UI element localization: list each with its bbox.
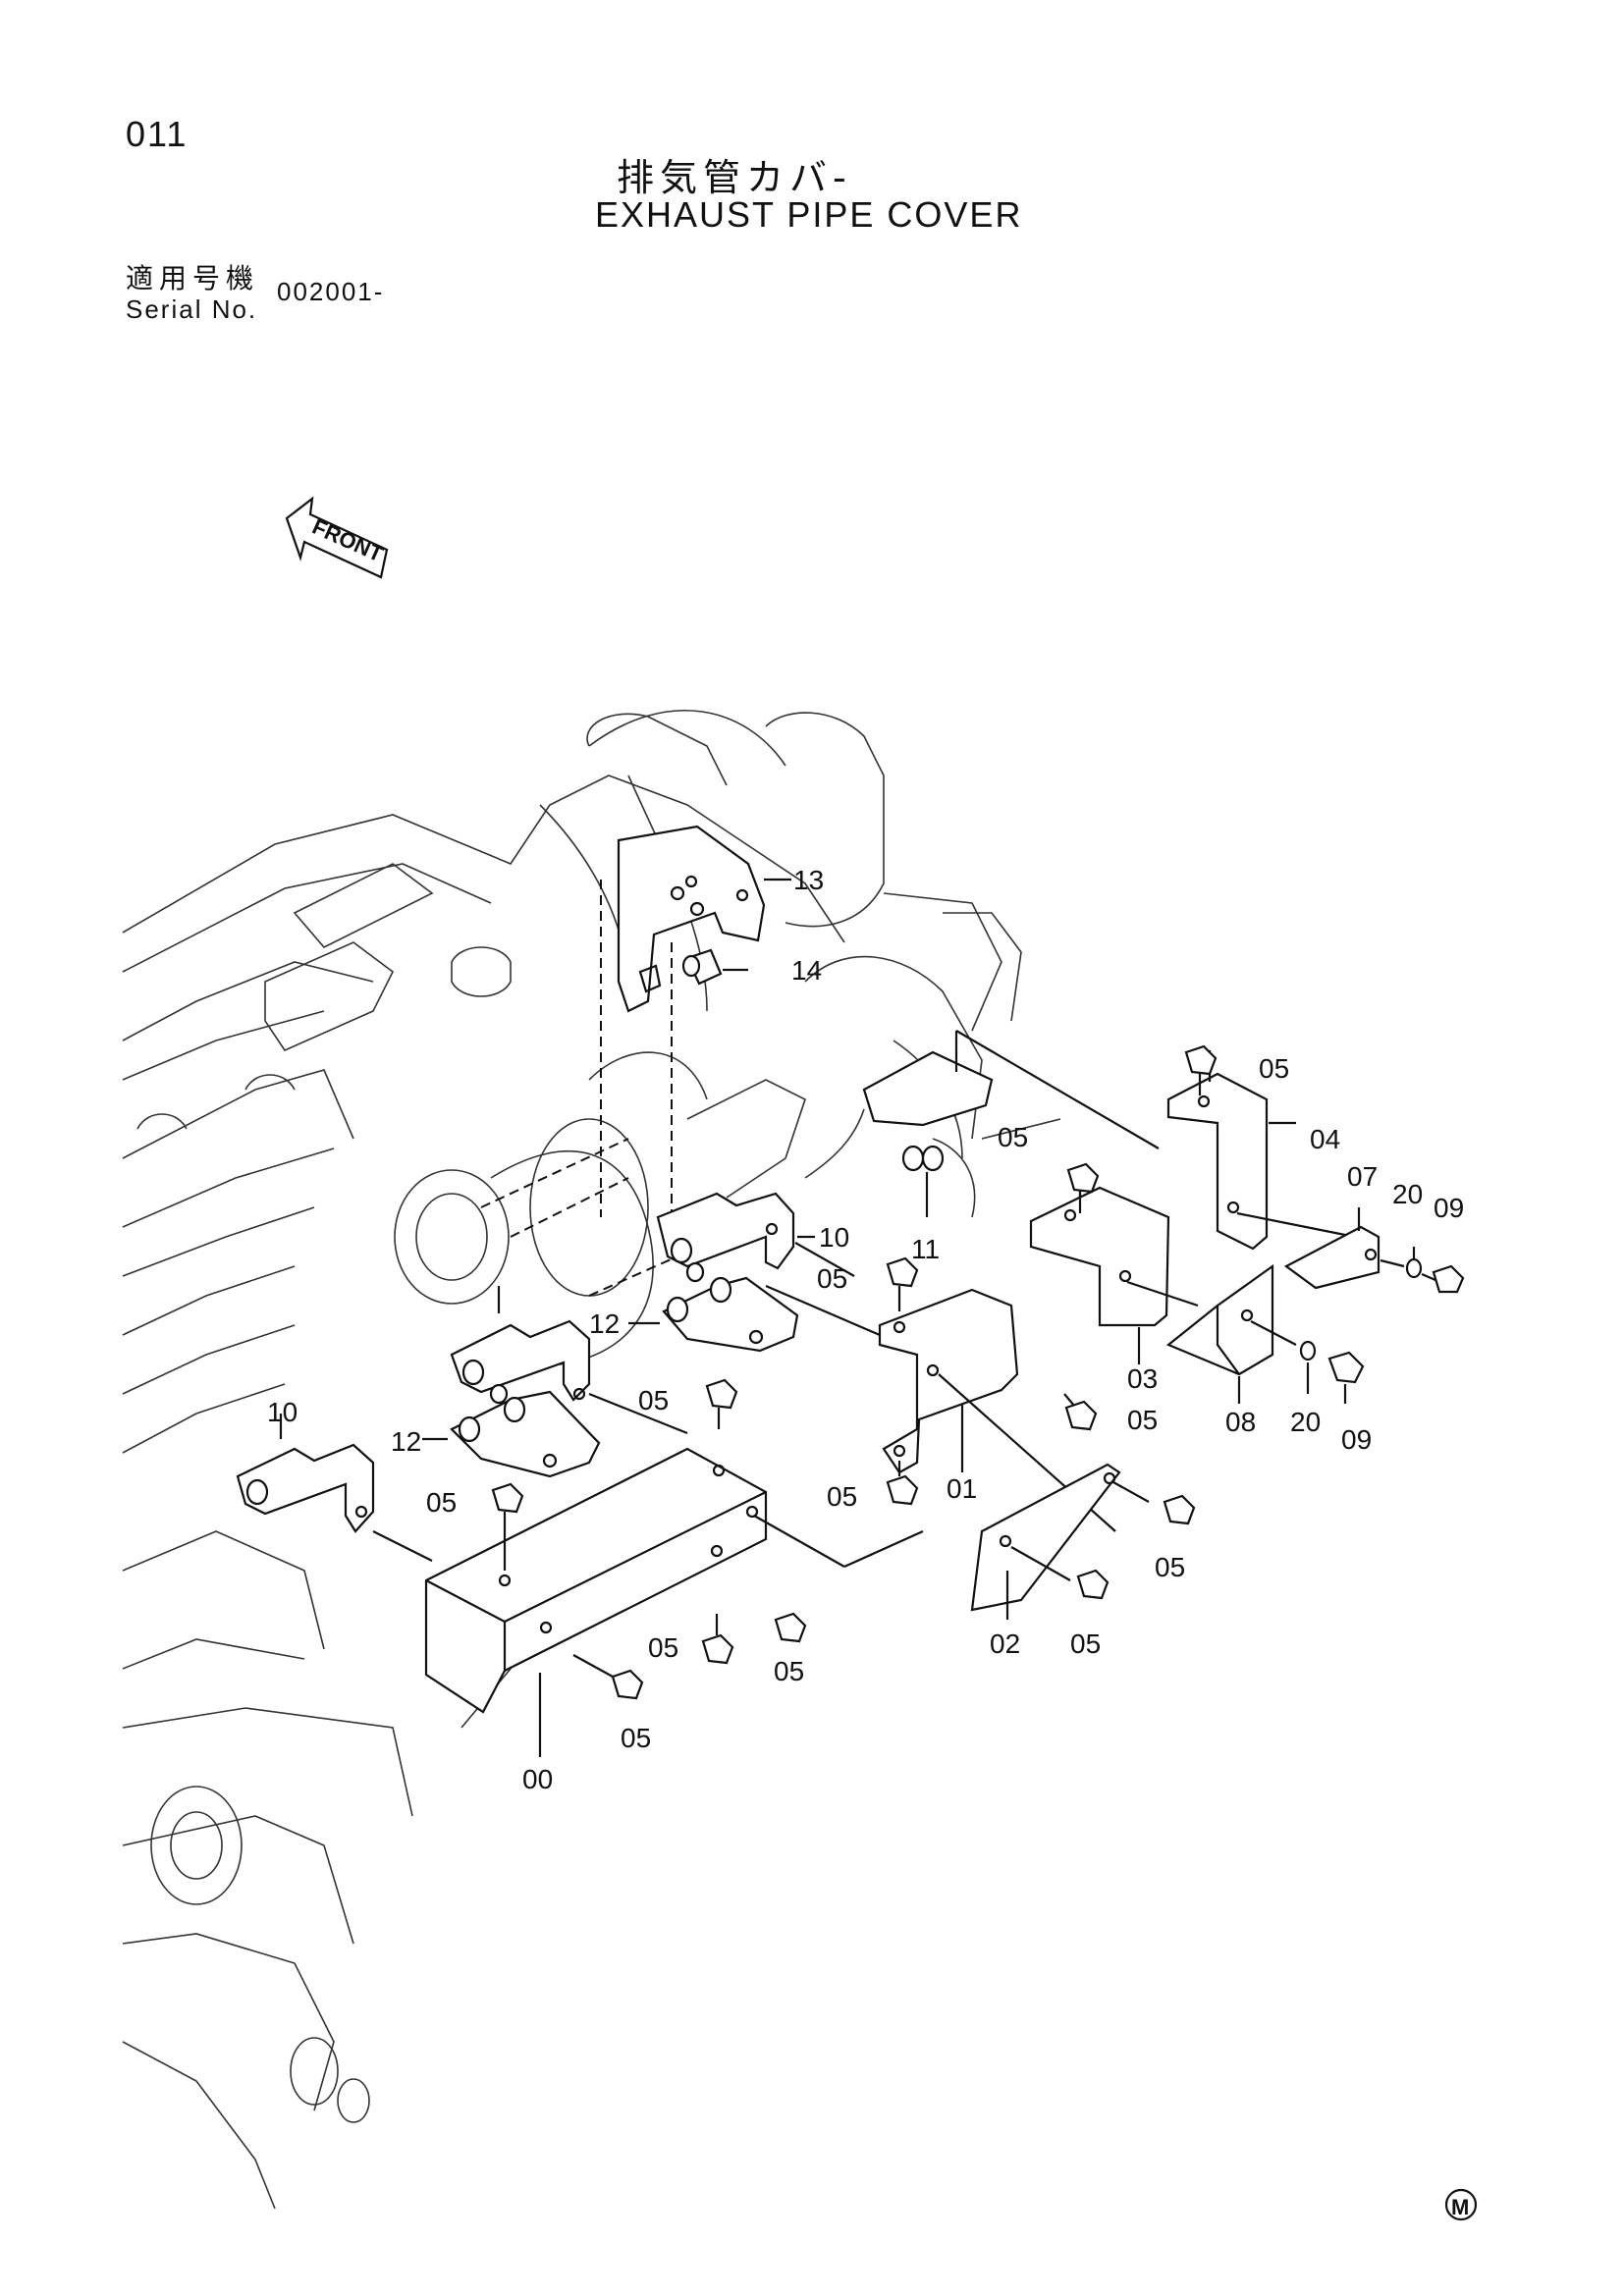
- footer-mark: M: [1444, 2188, 1478, 2221]
- label-20: 20: [1290, 1407, 1321, 1437]
- part-05-bolt: [491, 1044, 1218, 1700]
- label-05: 05: [827, 1481, 857, 1512]
- label-10: 10: [267, 1397, 298, 1427]
- label-01: 01: [947, 1473, 977, 1504]
- label-03: 03: [1127, 1363, 1158, 1394]
- part-12-clamp-upper: [628, 1261, 799, 1353]
- label-05: 05: [1259, 1053, 1289, 1084]
- label-04: 04: [1310, 1124, 1340, 1154]
- label-07: 07: [1347, 1161, 1378, 1192]
- part-07-plate: [1283, 1207, 1405, 1290]
- label-05: 05: [426, 1487, 457, 1518]
- label-05: 05: [774, 1656, 804, 1686]
- label-05: 05: [1155, 1552, 1185, 1582]
- part-10-bracket-middle: [450, 1286, 688, 1435]
- label-20: 20: [1392, 1179, 1423, 1209]
- serial-value: 002001-: [277, 277, 385, 306]
- part-04-bracket: [1166, 1050, 1356, 1251]
- part-number-labels: 13 14 05 04 07 20 09 05 10 11 05 03 08 2…: [267, 865, 1464, 1794]
- label-05: 05: [1070, 1629, 1101, 1659]
- part-09-bolt-upper: [1421, 1264, 1465, 1294]
- label-00: 00: [522, 1764, 553, 1794]
- part-11-clamp: [862, 1030, 1160, 1217]
- front-arrow-icon: FRONT: [285, 496, 389, 579]
- label-08: 08: [1225, 1407, 1256, 1437]
- label-12: 12: [589, 1308, 620, 1339]
- page-number: 011: [126, 114, 189, 154]
- part-03-bracket: [1029, 1168, 1199, 1364]
- part-02-plate: [970, 1463, 1150, 1620]
- label-11: 11: [911, 1234, 940, 1264]
- label-02: 02: [990, 1629, 1020, 1659]
- label-05: 05: [621, 1723, 651, 1753]
- part-08-bracket: [1165, 1263, 1297, 1404]
- part-13-bracket: [617, 825, 791, 1013]
- serial-label-japanese: 適用号機: [126, 262, 260, 294]
- label-05: 05: [648, 1632, 678, 1663]
- label-10: 10: [819, 1222, 849, 1253]
- serial-label: Serial No.: [126, 294, 258, 324]
- part-14-spacer: [681, 948, 748, 986]
- label-12: 12: [391, 1426, 421, 1457]
- label-05: 05: [1127, 1405, 1158, 1435]
- label-13: 13: [793, 865, 824, 895]
- label-09: 09: [1341, 1424, 1372, 1455]
- part-10-bracket-upper: [656, 1192, 855, 1277]
- part-10-bracket-lower: [236, 1414, 433, 1562]
- part-12-clamp-middle: [422, 1383, 601, 1478]
- page-title-japanese: 排気管カバ-: [617, 156, 852, 199]
- part-20-washer-lower: [1299, 1340, 1317, 1394]
- label-05: 05: [998, 1122, 1028, 1152]
- label-05: 05: [638, 1385, 669, 1415]
- engine-outline: [122, 710, 1061, 2210]
- label-14: 14: [791, 955, 822, 986]
- part-09-bolt-lower: [1327, 1351, 1365, 1404]
- part-20-washer-upper: [1405, 1247, 1423, 1279]
- page-title: EXHAUST PIPE COVER: [595, 194, 1023, 235]
- footer-mark-label: M: [1451, 2195, 1469, 2219]
- label-05: 05: [817, 1263, 847, 1294]
- part-00-main-cover: [424, 1447, 924, 1757]
- label-09: 09: [1434, 1193, 1464, 1223]
